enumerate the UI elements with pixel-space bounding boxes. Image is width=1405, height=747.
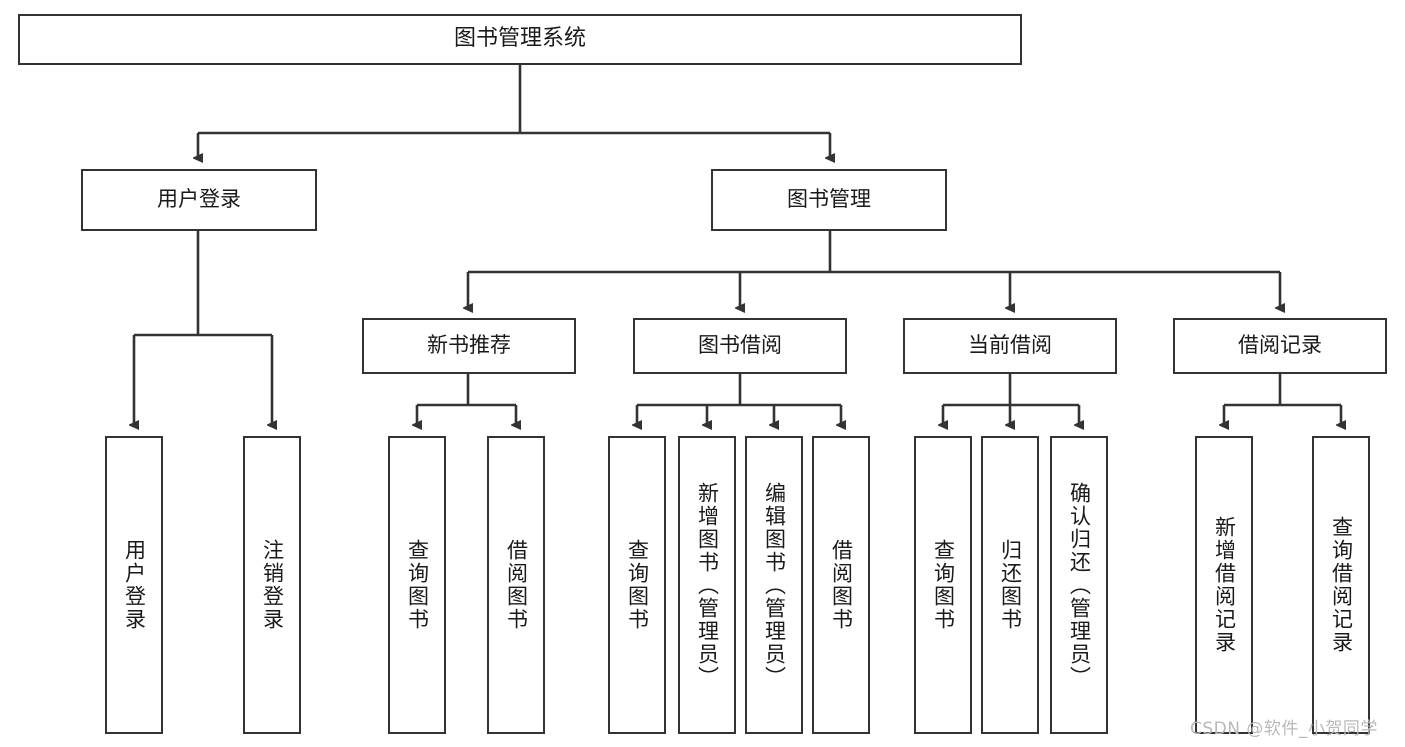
node-label: 新增图书（管理员） bbox=[695, 481, 720, 689]
leaf-borrow-borrow-book[interactable]: 借阅图书 bbox=[812, 436, 870, 734]
leaf-user-login-signout[interactable]: 注销登录 bbox=[243, 436, 301, 734]
leaf-borrow-add-book-admin[interactable]: 新增图书（管理员） bbox=[678, 436, 736, 734]
node-label: 图书管理系统 bbox=[453, 26, 586, 52]
leaf-borrow-query-book[interactable]: 查询图书 bbox=[608, 436, 666, 734]
node-book-borrow[interactable]: 图书借阅 bbox=[633, 318, 847, 374]
node-label: 确认归还（管理员） bbox=[1067, 481, 1092, 689]
node-book-management[interactable]: 图书管理 bbox=[711, 169, 947, 231]
leaf-record-add-record[interactable]: 新增借阅记录 bbox=[1195, 436, 1253, 734]
node-label: 新增借阅记录 bbox=[1212, 516, 1237, 654]
node-current-borrow[interactable]: 当前借阅 bbox=[903, 318, 1117, 374]
node-label: 图书管理 bbox=[787, 187, 871, 212]
node-label: 借阅图书 bbox=[829, 539, 854, 631]
leaf-current-return-book[interactable]: 归还图书 bbox=[981, 436, 1039, 734]
leaf-record-query-record[interactable]: 查询借阅记录 bbox=[1312, 436, 1370, 734]
node-root-system[interactable]: 图书管理系统 bbox=[18, 14, 1022, 65]
csdn-watermark: CSDN @软件_小贺同学 bbox=[1190, 719, 1378, 739]
node-label: 新书推荐 bbox=[427, 333, 511, 358]
node-label: 归还图书 bbox=[998, 539, 1023, 631]
node-label: 用户登录 bbox=[157, 187, 241, 212]
node-new-book-recommend[interactable]: 新书推荐 bbox=[362, 318, 576, 374]
leaf-recommend-borrow-book[interactable]: 借阅图书 bbox=[487, 436, 545, 734]
node-label: 用户登录 bbox=[122, 539, 147, 631]
node-label: 查询借阅记录 bbox=[1329, 516, 1354, 654]
node-label: 借阅图书 bbox=[504, 539, 529, 631]
leaf-current-query-book[interactable]: 查询图书 bbox=[914, 436, 972, 734]
node-label: 查询图书 bbox=[931, 539, 956, 631]
leaf-user-login-signin[interactable]: 用户登录 bbox=[105, 436, 163, 734]
leaf-current-confirm-return-admin[interactable]: 确认归还（管理员） bbox=[1050, 436, 1108, 734]
node-borrow-record[interactable]: 借阅记录 bbox=[1173, 318, 1387, 374]
node-label: 注销登录 bbox=[260, 539, 285, 631]
leaf-borrow-edit-book-admin[interactable]: 编辑图书（管理员） bbox=[745, 436, 803, 734]
node-label: 借阅记录 bbox=[1238, 333, 1322, 358]
node-label: 编辑图书（管理员） bbox=[762, 481, 787, 689]
node-label: 查询图书 bbox=[625, 539, 650, 631]
node-user-login[interactable]: 用户登录 bbox=[81, 169, 317, 231]
node-label: 图书借阅 bbox=[698, 333, 782, 358]
node-label: 当前借阅 bbox=[968, 333, 1052, 358]
leaf-recommend-query-book[interactable]: 查询图书 bbox=[388, 436, 446, 734]
node-label: 查询图书 bbox=[405, 539, 430, 631]
